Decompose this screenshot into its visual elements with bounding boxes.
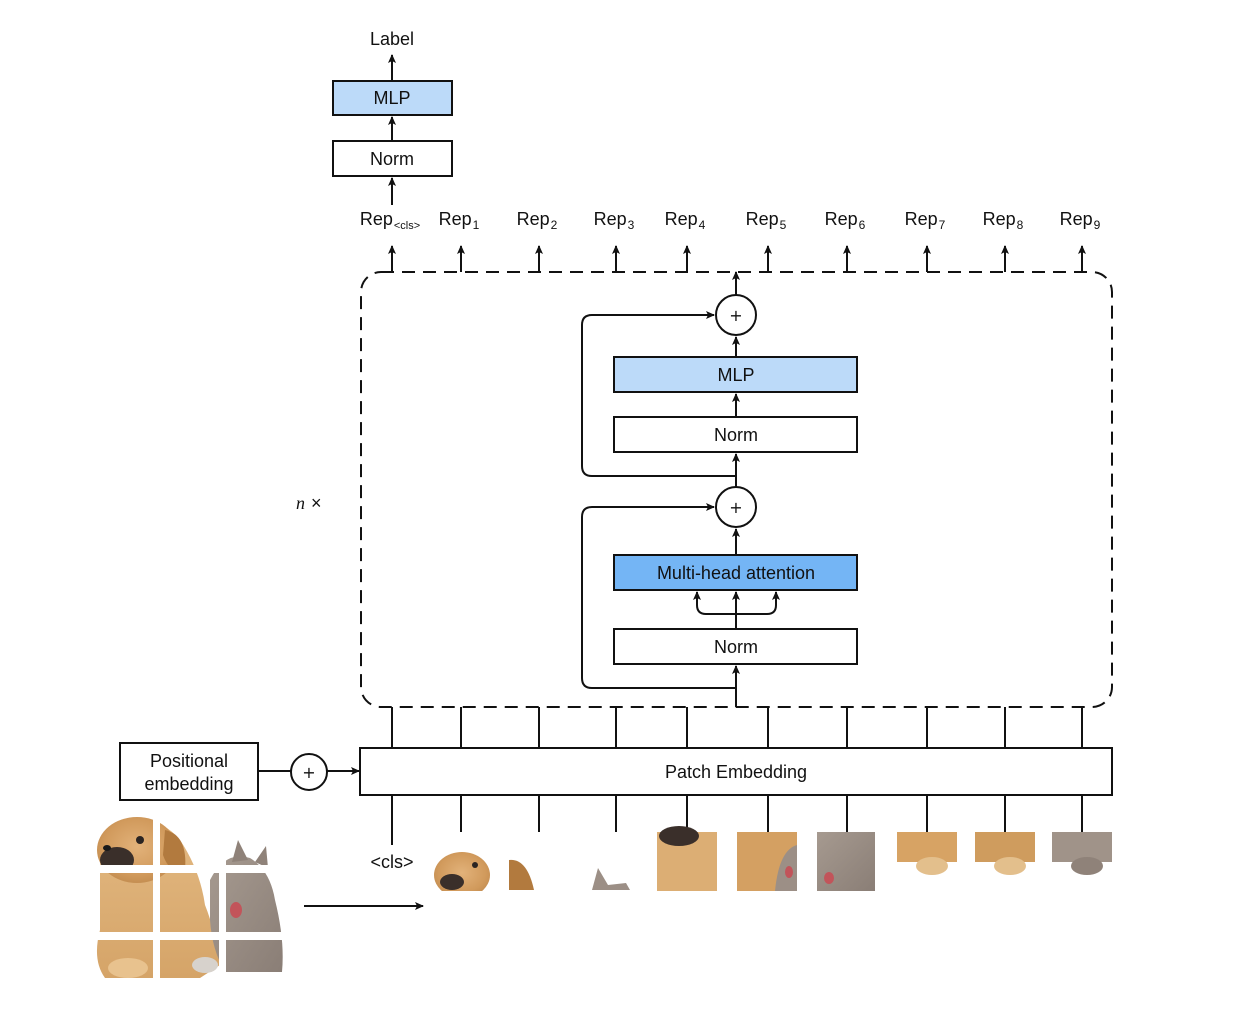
rep-label-0: Rep<cls> (360, 209, 420, 232)
head-mlp-box (332, 80, 453, 116)
rep-subscript: <cls> (394, 220, 420, 232)
label-output-text: Label (370, 29, 414, 49)
rep-label-7: Rep7 (905, 209, 946, 232)
rep-label-8: Rep8 (983, 209, 1024, 232)
rep-label-1: Rep1 (439, 209, 480, 232)
rep-base: Rep (665, 209, 698, 229)
rep-base: Rep (746, 209, 779, 229)
arrow-query-input (693, 591, 736, 615)
patch-embedding-label: Patch Embedding (665, 762, 807, 782)
positional-embedding-line1: Positional (150, 751, 228, 771)
residual-connection-1 (581, 503, 736, 689)
rep-subscript: 8 (1017, 218, 1024, 232)
encoder-norm-1-label: Norm (714, 637, 758, 657)
token-connectors (391, 707, 1083, 845)
add-2-symbol: + (729, 306, 742, 325)
rep-subscript: 1 (473, 218, 480, 232)
rep-label-2: Rep2 (517, 209, 558, 232)
rep-base: Rep (825, 209, 858, 229)
patch-6 (817, 832, 875, 891)
add-1-symbol: + (729, 498, 742, 517)
rep-base: Rep (517, 209, 550, 229)
rep-base: Rep (439, 209, 472, 229)
patch-9 (1052, 832, 1112, 875)
encoder-mlp-label: MLP (717, 365, 754, 385)
rep-subscript: 9 (1094, 218, 1101, 232)
patch-3 (592, 868, 630, 890)
positional-add-symbol: + (302, 763, 315, 782)
head-norm-label: Norm (370, 149, 414, 169)
rep-label-5: Rep5 (746, 209, 787, 232)
flattened-patches (432, 826, 1112, 901)
transformer-encoder-block: n× + MLP Norm + Multi-head attention Nor… (296, 271, 1113, 708)
rep-subscript: 6 (859, 218, 866, 232)
residual-connection-2 (581, 311, 736, 477)
patch-8 (975, 832, 1035, 875)
embedding-section: Positional embedding + Patch Embedding <… (119, 742, 1113, 872)
rep-subscript: 7 (939, 218, 946, 232)
head-norm-box (332, 140, 453, 177)
rep-base: Rep (905, 209, 938, 229)
head-mlp-label: MLP (373, 88, 410, 108)
rep-base: Rep (983, 209, 1016, 229)
encoder-norm-2-label: Norm (714, 425, 758, 445)
residual-add-1 (715, 486, 757, 528)
multi-head-attention-box (613, 554, 858, 591)
classification-head: Label MLP Norm (332, 29, 453, 205)
rep-base: Rep (594, 209, 627, 229)
rep-subscript: 5 (780, 218, 787, 232)
input-image (90, 815, 290, 990)
patch-embedding-box (359, 747, 1113, 796)
positional-embedding-line2: embedding (144, 774, 233, 794)
rep-label-6: Rep6 (825, 209, 866, 232)
patch-4 (657, 826, 717, 891)
rep-base: Rep (1060, 209, 1093, 229)
cls-token-label: <cls> (370, 852, 413, 872)
encoder-norm-1-box (613, 628, 858, 665)
rep-subscript: 4 (699, 218, 706, 232)
rep-base: Rep (360, 209, 393, 229)
patch-1 (432, 852, 492, 901)
rep-label-9: Rep9 (1060, 209, 1101, 232)
patch-5 (737, 832, 797, 891)
residual-add-2 (715, 294, 757, 336)
repeat-count-label: n× (296, 493, 322, 513)
encoder-mlp-box (613, 356, 858, 393)
rep-label-3: Rep3 (594, 209, 635, 232)
arrow-key-input (736, 591, 780, 615)
rep-subscript: 2 (551, 218, 558, 232)
rep-label-4: Rep4 (665, 209, 706, 232)
patch-2 (509, 859, 534, 890)
rep-subscript: 3 (628, 218, 635, 232)
encoder-norm-2-box (613, 416, 858, 453)
multi-head-attention-label: Multi-head attention (657, 563, 815, 583)
input-image-patches (90, 815, 424, 990)
patch-7 (897, 832, 957, 875)
